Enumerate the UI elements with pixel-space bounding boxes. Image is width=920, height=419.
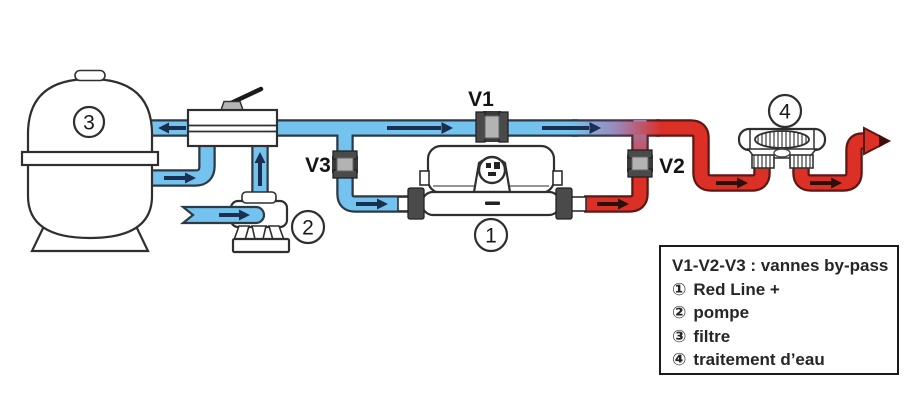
valve-v2-body — [631, 156, 649, 171]
pump-number-circle — [290, 209, 326, 245]
legend-item-treatment: ④ traitement d’eau — [672, 348, 891, 372]
treatment-grill — [754, 130, 810, 149]
pipe-treatment-in — [656, 121, 769, 190]
flow-arrow-filter-out-head — [185, 172, 196, 184]
heater-control-dial — [477, 155, 507, 185]
pipe-v3-branch — [338, 126, 408, 211]
flow-arrow-main-2-head — [589, 122, 601, 134]
flow-arrow-treatment-in-head — [737, 177, 748, 189]
treatment-union-right — [789, 154, 814, 169]
valve-v2: V2 — [627, 149, 685, 178]
legend-item-heater: ① Red Line + — [672, 278, 891, 302]
heater-tab-right — [552, 170, 563, 186]
filter-cap — [74, 69, 106, 82]
legend-marker-1: ① — [672, 279, 687, 299]
heater-dial-mark — [494, 162, 500, 169]
valve-v3: V3 — [305, 150, 358, 179]
pipe-heater-out — [584, 120, 647, 211]
treatment-number-circle — [767, 93, 803, 129]
legend-label-3: filtre — [693, 326, 731, 346]
outflow-arrow-tip-dark — [879, 134, 889, 148]
filter-band — [20, 150, 160, 167]
valve-v2-cap-right — [648, 155, 653, 172]
filter-tank: 3 — [20, 69, 160, 253]
flow-arrow-treatment-out-head — [831, 177, 842, 189]
valve-v1-cap-top — [483, 111, 501, 117]
pump-leg-center — [250, 225, 268, 240]
legend-item-filter: ③ filtre — [672, 325, 891, 349]
heater-tab-left — [419, 170, 430, 186]
legend-marker-2: ② — [672, 303, 687, 322]
legend-label-1: Red Line + — [693, 279, 780, 299]
treatment-unit: 4 — [737, 93, 827, 169]
valve-v3-cap-right — [353, 156, 358, 173]
pump-number: 2 — [302, 217, 314, 240]
outflow-arrow-tip — [863, 126, 892, 156]
valve-v2-cap-left — [627, 155, 632, 172]
flow-arrows — [158, 122, 842, 221]
heater-redline: 1 — [397, 144, 587, 253]
flow-arrow-main-1-head — [441, 122, 453, 134]
legend-item-pump: ② pompe — [672, 301, 891, 325]
legend-label-2: pompe — [693, 303, 750, 322]
multiport-valve-body — [186, 108, 279, 148]
valve-v3-body — [336, 157, 354, 172]
pump-base — [231, 237, 291, 254]
valve-v1-flange-left — [475, 111, 486, 143]
flow-arrow-heater-out-head — [618, 198, 629, 210]
valve-v1-flange-right — [498, 111, 509, 143]
heater-tube-dash — [485, 201, 500, 205]
filter-number-circle — [72, 105, 106, 139]
legend-label-4: traitement d’eau — [693, 350, 825, 369]
flow-arrow-heater-in-head — [377, 198, 388, 210]
valve-v3-label: V3 — [305, 154, 331, 177]
flow-arrow-return-head — [158, 122, 169, 134]
pump: 2 — [179, 191, 326, 254]
heater-dial-mark — [486, 163, 491, 168]
legend-title: V1-V2-V3 : vannes by-pass — [672, 256, 889, 275]
treatment-number: 4 — [779, 101, 791, 124]
heater-flange-right — [555, 187, 573, 220]
treatment-manifold-knob — [773, 148, 791, 158]
valve-v1: V1 — [468, 88, 509, 143]
heater-number: 1 — [485, 225, 497, 248]
heater-dial-mark — [488, 172, 496, 176]
heater-number-circle — [473, 217, 509, 253]
heater-flange-left — [407, 187, 425, 220]
valve-v1-cap-bottom — [483, 136, 501, 142]
legend-marker-3: ③ — [672, 326, 687, 346]
flow-arrow-pump-riser-head — [254, 152, 266, 163]
multiport-valve-lever-base — [219, 100, 245, 111]
valve-v1-body — [484, 115, 500, 139]
treatment-union-left — [751, 154, 775, 169]
pump-top-cap — [241, 191, 277, 204]
valve-v3-cap-left — [332, 156, 337, 173]
multiport-valve — [186, 86, 279, 148]
flow-arrow-pump-inlet-head — [239, 209, 250, 221]
valve-v2-label: V2 — [659, 155, 685, 178]
valve-v1-label: V1 — [468, 88, 494, 111]
pipe-treatment-out — [794, 134, 866, 190]
legend-marker-4: ④ — [672, 350, 687, 369]
filter-number: 3 — [83, 112, 95, 135]
